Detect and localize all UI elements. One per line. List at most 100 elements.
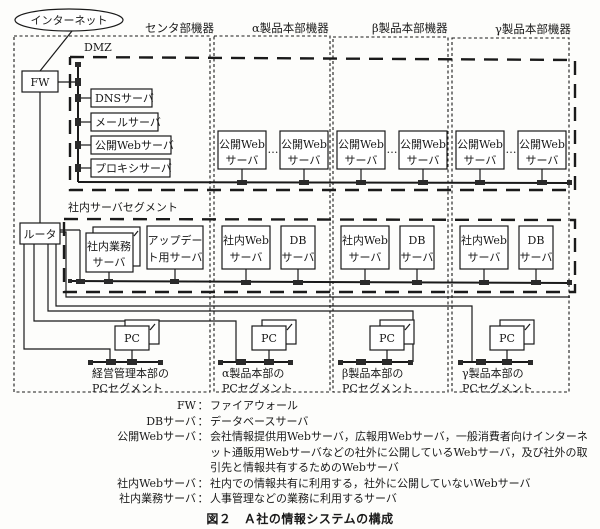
public-web-server-label-2: サーバ <box>464 154 497 167</box>
legend-colon: ： <box>197 476 209 490</box>
legend-row: 引先と情報共有するためのWebサーバ <box>0 460 600 476</box>
public-web-server-label-1: 公開Web <box>281 138 327 151</box>
dept-box-center <box>13 35 211 393</box>
intranet-web-server-label-2: サーバ <box>349 251 382 264</box>
legend-term: 公開Webサーバ <box>117 430 196 443</box>
legend-row: 公開Webサーバ：会社情報提供用Webサーバ，広報用Webサーバ，一般消費者向け… <box>0 429 600 445</box>
legend-row: 社内業務サーバ：人事管理などの業務に利用するサーバ <box>0 491 600 507</box>
db-server: DBサーバ <box>280 225 316 285</box>
legend-row: DBサーバ：データベースサーバ <box>0 414 600 430</box>
dept-label-gamma: γ製品本部機器 <box>495 22 571 36</box>
legend-description: 会社情報提供用Webサーバ，広報用Webサーバ，一般消費者向けインターネ <box>210 430 588 443</box>
legend-term <box>0 445 196 461</box>
legend-colon: ： <box>197 399 209 412</box>
public-web-server-label-2: サーバ <box>226 154 259 167</box>
legend-colon: ： <box>197 414 209 428</box>
public-web-server-label-2: サーバ <box>526 154 559 167</box>
dept-label-center: センタ部機器 <box>145 21 214 35</box>
legend-term: 社内業務サーバ <box>119 492 196 505</box>
pc-label: PC <box>261 332 277 345</box>
intranet-web-server-label-1: 社内Web <box>223 233 269 247</box>
legend-row: ット通販用Webサーバなどの社外に公開しているWebサーバ，及び社外の取 <box>0 445 600 461</box>
fw-label: FW <box>31 76 51 89</box>
public-web-server-label-1: 公開Web <box>457 138 503 151</box>
business-server: 社内業務 サーバ <box>85 226 141 284</box>
intranet-web-server-label-1: 社内Web <box>461 233 507 247</box>
dmz-label: DMZ <box>84 41 112 54</box>
pc-label: PC <box>124 332 140 345</box>
legend-description: ファイアウォール <box>210 399 298 412</box>
public-web-server: 公開Web サーバ <box>217 130 267 185</box>
intranet-web-server-label-2: サーバ <box>230 251 263 264</box>
router-link-segment <box>60 231 570 298</box>
intranet-web-server: 社内Web サーバ <box>459 225 509 285</box>
public-web-server-center: 公開Webサーバ <box>75 135 174 155</box>
update-server: アップデー ト用サーバ <box>146 225 204 284</box>
internet-cloud <box>14 8 124 32</box>
legend-term: DBサーバ <box>146 414 196 428</box>
public-web-server-label-1: 公開Web <box>338 138 384 151</box>
legend-term <box>0 460 196 476</box>
network-diagram: センタ部機器 α製品本部機器 β製品本部機器 γ製品本部機器 DMZ 社内サーバ… <box>13 8 577 395</box>
mail-server-label: メールサーバ <box>95 116 161 129</box>
public-web-server-label-2: サーバ <box>288 154 321 167</box>
legend-description: 社内での情報共有に利用する，社外に公開していないWebサーバ <box>210 476 531 490</box>
proxy-server-label: プロキシサーバ <box>95 162 172 175</box>
legend-description: 人事管理などの業務に利用するサーバ <box>210 492 397 505</box>
legend-colon: ： <box>197 430 209 443</box>
pc-label: PC <box>499 332 515 345</box>
figure-caption: 図２ Ａ社の情報システムの構成 <box>206 512 394 526</box>
public-web-server-label-1: 公開Web <box>219 138 265 151</box>
ellipsis: … <box>268 143 279 156</box>
pc-segment-label-1: 経営管理本部の <box>92 366 169 380</box>
intranet-web-server-label-1: 社内Web <box>342 233 388 247</box>
pc-segment-label-1: β製品本部の <box>342 366 403 380</box>
ellipsis: … <box>506 143 517 156</box>
public-web-server: 公開Web サーバ <box>279 130 329 185</box>
pc-label: PC <box>379 332 395 345</box>
db-server-label-2: サーバ <box>520 251 553 264</box>
internal-segment-label: 社内サーバセグメント <box>68 200 178 214</box>
pc-segment-label-2: PCセグメント <box>92 381 163 395</box>
legend-term: FW <box>177 399 196 412</box>
pc-segment-label-2: PCセグメント <box>342 381 413 395</box>
intranet-web-server: 社内Web サーバ <box>340 225 390 285</box>
dept-label-alpha: α製品本部機器 <box>252 21 329 35</box>
legend-row: FW：ファイアウォール <box>0 398 600 414</box>
dns-server: DNSサーバ <box>75 88 154 108</box>
dept-label-beta: β製品本部機器 <box>372 21 448 35</box>
internal-segment-boundary <box>62 217 577 294</box>
public-web-server-center-label: 公開Webサーバ <box>95 139 174 152</box>
proxy-server: プロキシサーバ <box>75 158 172 178</box>
db-server: DB サーバ <box>518 225 554 285</box>
public-web-server-label-2: サーバ <box>407 154 440 167</box>
pc-segment-label-2: PCセグメント <box>222 381 293 395</box>
dept-box-gamma <box>451 37 570 393</box>
public-web-server: 公開Webサーバ <box>336 130 386 185</box>
pc-segment-label-2: PCセグメント <box>462 381 533 395</box>
mail-server: メールサーバ <box>75 112 161 132</box>
update-server-label-2: ト用サーバ <box>148 251 203 264</box>
db-server-label-1: DB <box>409 234 426 247</box>
db-server-label-1: DB <box>528 234 545 247</box>
router-link-gamma <box>55 244 473 362</box>
db-server: DB サーバ <box>399 225 435 285</box>
legend-colon <box>196 445 210 461</box>
public-web-server: 公開Web サーバ <box>455 130 505 185</box>
db-server-label-2: サーバ <box>401 251 434 264</box>
intranet-web-server: 社内Web サーバ <box>221 225 271 285</box>
db-server-label-1: DB <box>290 234 307 247</box>
dns-server-label: DNSサーバ <box>95 92 154 105</box>
legend-row: 社内Webサーバ：社内での情報共有に利用する，社外に公開していないWebサーバ <box>0 476 600 492</box>
legend-description: データベースサーバ <box>210 414 309 428</box>
update-server-label-1: アップデー <box>148 233 203 247</box>
legend-colon <box>196 460 210 476</box>
router-box <box>19 222 61 245</box>
intranet-web-server-label-2: サーバ <box>468 251 501 264</box>
business-server-label-2: サーバ <box>93 256 126 269</box>
router-link-management <box>23 244 111 360</box>
legend-term: 社内Webサーバ <box>117 476 196 490</box>
